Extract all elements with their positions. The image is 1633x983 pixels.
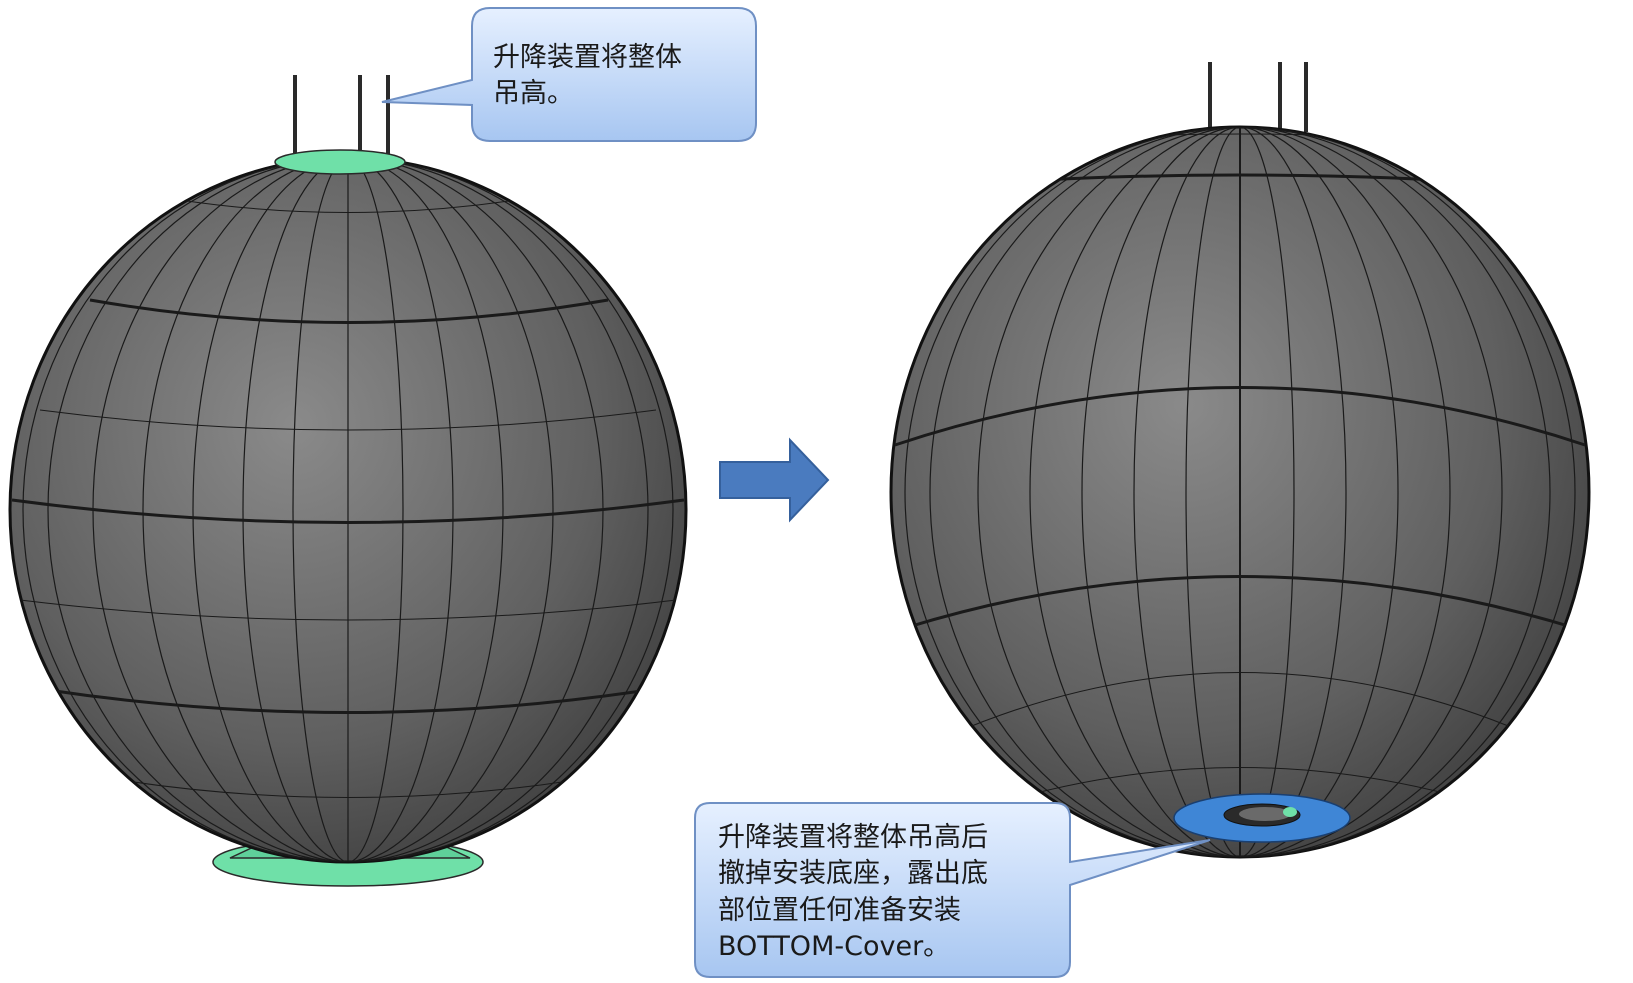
callout-bottom-text: 升降装置将整体吊高后 撤掉安装底座，露出底 部位置任何准备安装 BOTTOM-C… bbox=[718, 822, 988, 963]
callout-top-text: 升降装置将整体 吊高。 bbox=[493, 42, 682, 110]
top-ring-left bbox=[274, 149, 406, 175]
callout-bottom bbox=[694, 802, 1211, 978]
callout-top bbox=[381, 7, 757, 142]
sphere-mesh-left bbox=[11, 158, 685, 862]
lifting-rods-right bbox=[1208, 62, 1308, 135]
bottom-cover-opening bbox=[1173, 793, 1351, 843]
sphere-with-base bbox=[8, 75, 688, 887]
sphere-lifted bbox=[889, 62, 1591, 859]
right-arrow-icon bbox=[719, 437, 830, 523]
lifting-rods-left bbox=[293, 75, 390, 160]
